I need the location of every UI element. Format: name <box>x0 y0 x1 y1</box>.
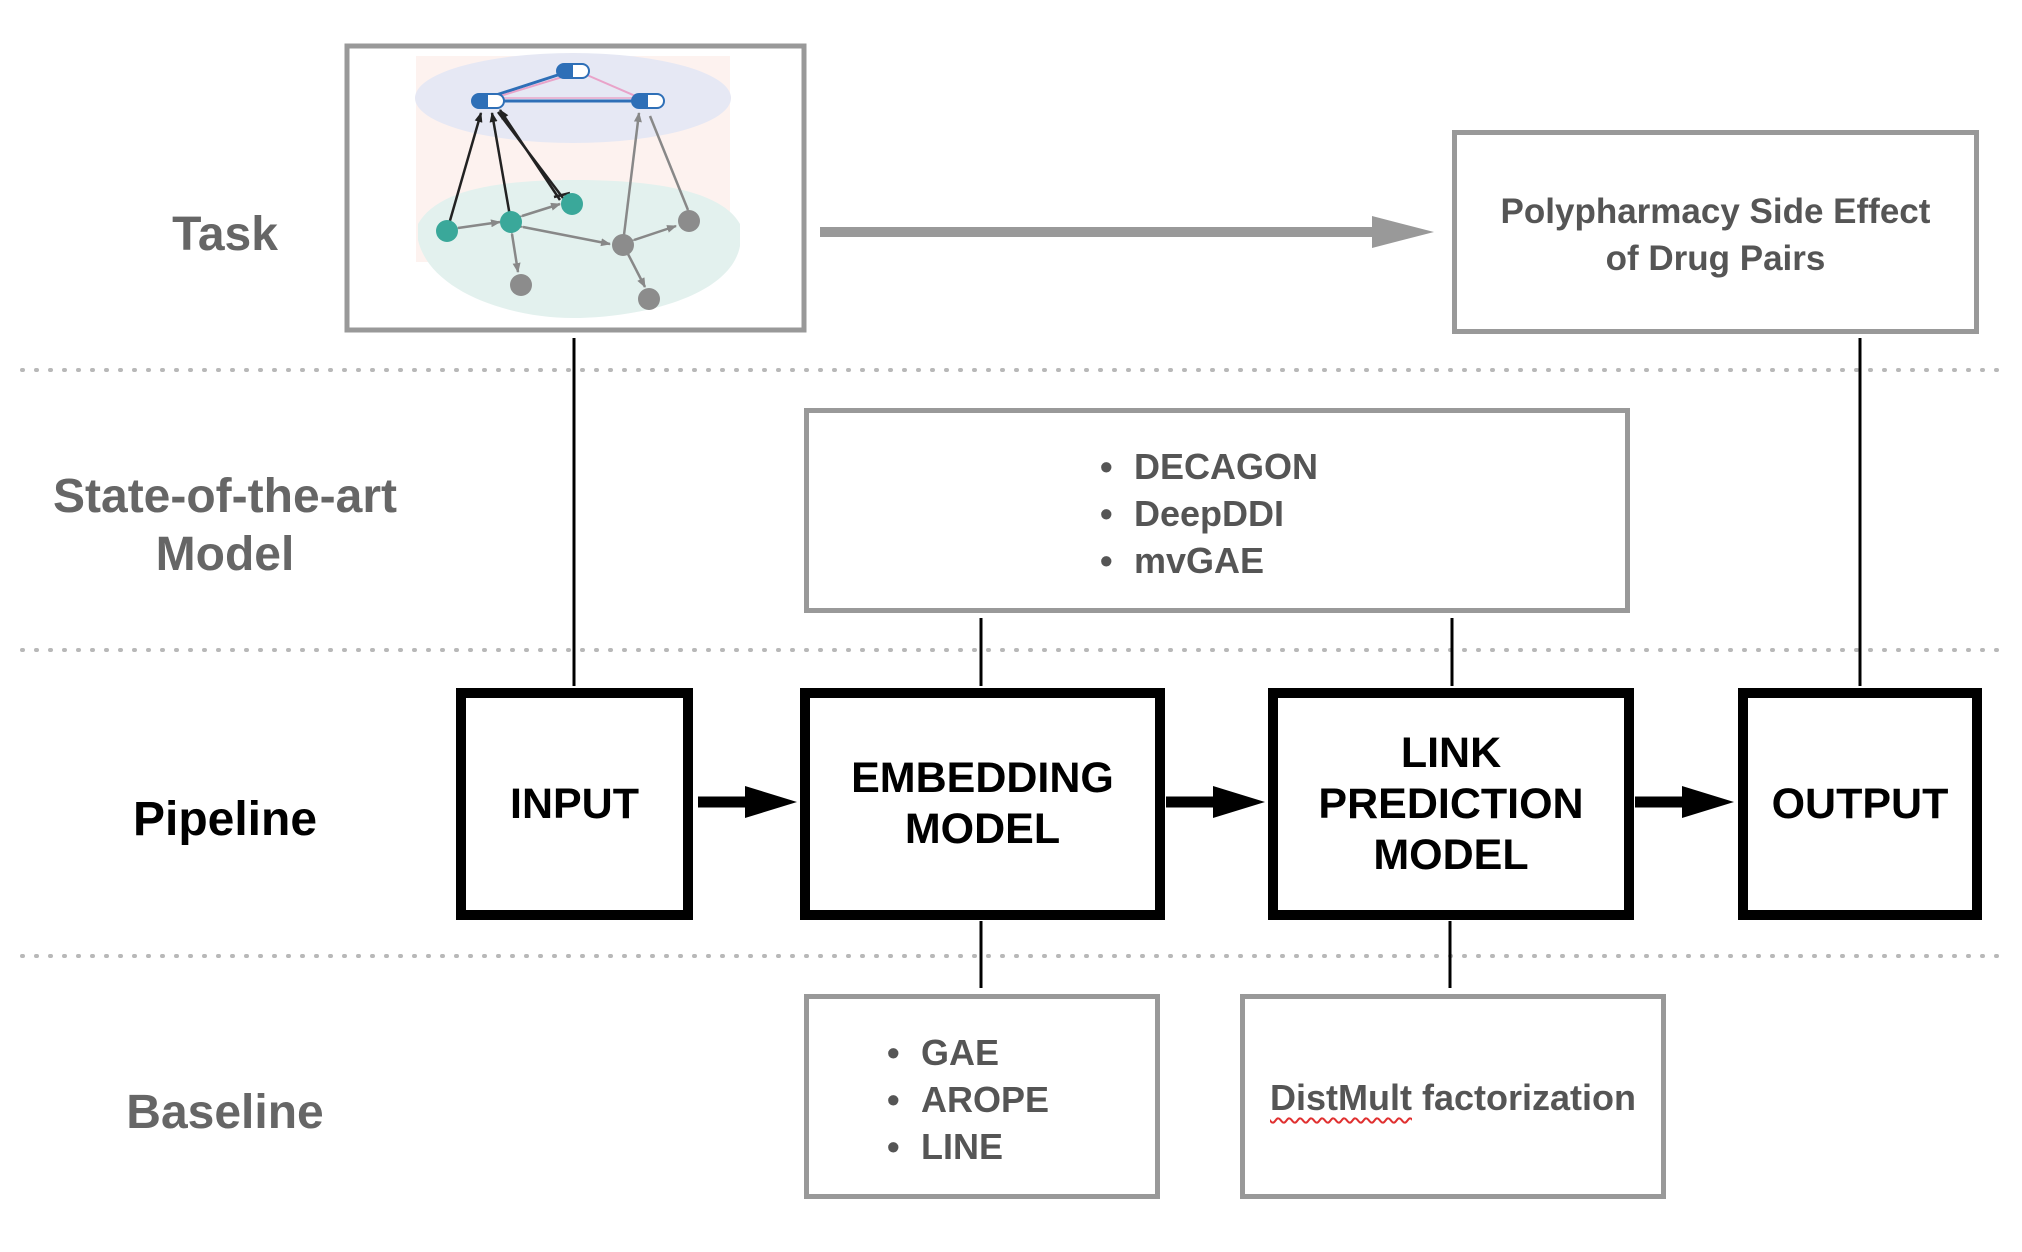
task-arrow <box>820 216 1434 248</box>
baseline-model-item: AROPE <box>887 1076 1049 1123</box>
arrow-link-output <box>1635 786 1734 818</box>
sota-models-list: DECAGON DeepDDI mvGAE <box>1100 443 1318 584</box>
baseline-link-box <box>1240 994 1666 1199</box>
sota-model-label: mvGAE <box>1134 540 1265 581</box>
sota-model-label: DeepDDI <box>1134 493 1285 534</box>
pipeline-input-label: INPUT <box>510 779 639 828</box>
distmult-label: DistMult <box>1270 1077 1412 1118</box>
drug-protein-graph-icon <box>415 53 740 318</box>
pipeline-link-line-3: MODEL <box>1373 830 1529 879</box>
pipeline-output-box: OUTPUT <box>1738 688 1982 920</box>
pipeline-link-line-1: LINK <box>1400 728 1502 777</box>
arrow-embedding-link <box>1166 786 1265 818</box>
row-label-sota-line-2: Model <box>155 528 295 581</box>
baseline-embedding-list: GAE AROPE LINE <box>887 1029 1049 1170</box>
pipeline-link-line-2: PREDICTION <box>1318 779 1584 828</box>
row-label-sota: State-of-the-art Model <box>15 468 435 584</box>
baseline-model-item: LINE <box>887 1123 1049 1170</box>
pipeline-input-box: INPUT <box>456 688 693 920</box>
pipeline-output-label: OUTPUT <box>1771 779 1949 828</box>
sota-model-item: DECAGON <box>1100 443 1318 490</box>
task-output-line-2: of Drug Pairs <box>1605 239 1826 278</box>
sota-model-label: DECAGON <box>1134 446 1319 487</box>
sota-model-item: DeepDDI <box>1100 490 1318 537</box>
sota-model-item: mvGAE <box>1100 537 1318 584</box>
pipeline-embedding-line-2: MODEL <box>904 805 1061 853</box>
task-output-box <box>1452 130 1979 334</box>
row-label-task: Task <box>172 208 278 261</box>
baseline-model-label: GAE <box>921 1032 1000 1073</box>
baseline-model-label: AROPE <box>921 1079 1050 1120</box>
task-output-text: Polypharmacy Side Effect of Drug Pairs <box>1452 188 1979 282</box>
pipeline-embedding-line-1: EMBEDDING <box>851 754 1114 802</box>
row-label-baseline: Baseline <box>126 1086 324 1139</box>
baseline-model-label: LINE <box>921 1126 1004 1167</box>
row-label-pipeline: Pipeline <box>132 793 318 846</box>
task-output-line-1: Polypharmacy Side Effect <box>1500 192 1931 231</box>
baseline-model-item: GAE <box>887 1029 1049 1076</box>
arrow-input-embedding <box>698 786 797 818</box>
row-label-sota-line-1: State-of-the-art <box>53 470 397 523</box>
pipeline-embedding-box: EMBEDDING MODEL <box>800 688 1165 920</box>
baseline-link-text: DistMult factorization <box>1240 1077 1666 1119</box>
factorization-label: factorization <box>1411 1077 1636 1118</box>
pipeline-link-prediction-box: LINK PREDICTION MODEL <box>1268 688 1634 920</box>
